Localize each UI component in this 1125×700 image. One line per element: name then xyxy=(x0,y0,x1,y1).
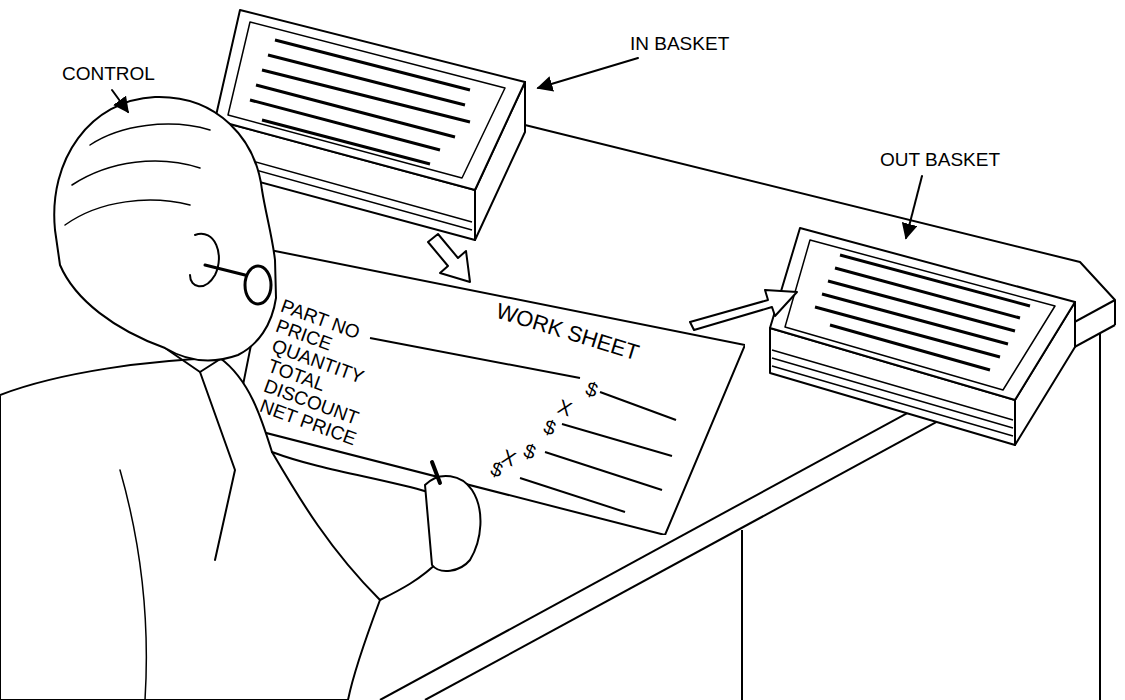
callout-label: OUT BASKET xyxy=(880,150,1000,169)
leader-arrow xyxy=(112,58,922,238)
blank-line xyxy=(600,392,676,420)
blank-line xyxy=(520,478,625,512)
blank-line xyxy=(545,452,662,490)
callout-label: CONTROL xyxy=(62,64,155,83)
clerk-head xyxy=(54,97,276,360)
blank-line xyxy=(370,338,580,378)
out-basket xyxy=(770,228,1075,445)
callout-label: IN BASKET xyxy=(630,34,729,53)
worksheet-form: WORK SHEETPART NOPRICEQUANTITYTOTALDISCO… xyxy=(235,250,745,535)
blank-line xyxy=(562,424,672,456)
clerk-body xyxy=(0,348,440,700)
writing-hand xyxy=(425,462,480,571)
flow-arrow xyxy=(428,234,797,330)
in-basket xyxy=(215,10,525,240)
